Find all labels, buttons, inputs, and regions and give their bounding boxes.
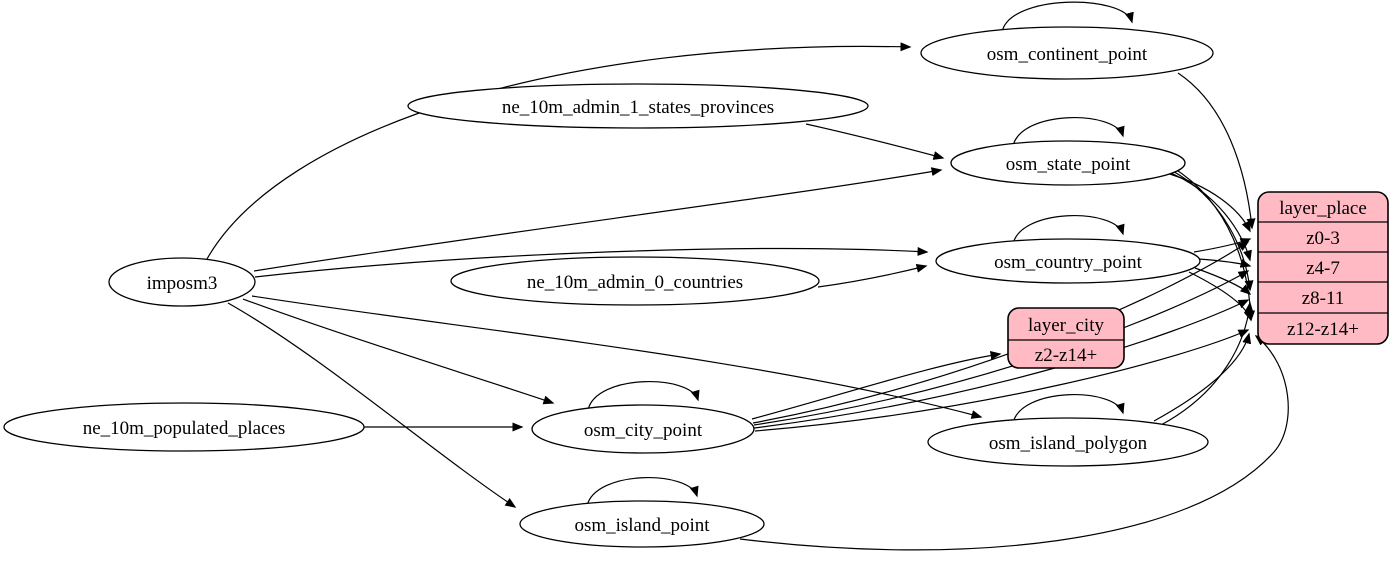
edge-state-zplace-z4-7 — [1165, 170, 1252, 262]
node-osm-island-polygon: osm_island_polygon — [927, 417, 1209, 467]
layer-city-title: layer_city — [1028, 315, 1104, 336]
node-osm-country-point: osm_country_point — [935, 238, 1201, 284]
edge-ne10m-admin1-osm-state-point — [805, 123, 945, 160]
osm-island-polygon-label: osm_island_polygon — [989, 433, 1148, 454]
record-layer-place: layer_place z0-3 z4-7 z8-11 z12-z14+ — [1257, 191, 1389, 345]
node-ne-10m-admin-0-countries: ne_10m_admin_0_countries — [450, 256, 820, 306]
osm-country-point-label: osm_country_point — [994, 252, 1142, 273]
ne-10m-admin-0-shape — [450, 256, 820, 306]
edge-group — [206, 1, 1289, 551]
layer-city-row-z2-z14: z2-z14+ — [1035, 345, 1097, 366]
layer-place-row-z0-3: z0-3 — [1306, 228, 1340, 249]
layer-city-box — [1007, 307, 1125, 369]
ne-10m-admin-1-label: ne_10m_admin_1_states_provinces — [502, 97, 774, 118]
selfloop-osm-island-point — [586, 476, 699, 507]
node-osm-continent-point: osm_continent_point — [920, 26, 1214, 80]
selfloop-osm-island-polygon — [1012, 393, 1125, 424]
osm-continent-point-shape — [920, 26, 1214, 80]
ne-10m-admin-0-label: ne_10m_admin_0_countries — [527, 272, 743, 293]
edge-country-zplace-z0-3 — [1193, 238, 1252, 253]
layer-place-box — [1257, 191, 1389, 345]
node-osm-state-point: osm_state_point — [950, 140, 1186, 186]
edge-imposm3-osm-city-point — [242, 298, 555, 405]
node-osm-city-point: osm_city_point — [531, 404, 755, 454]
edge-country-zplace-z8-11 — [1194, 267, 1252, 295]
osm-state-point-label: osm_state_point — [1006, 154, 1131, 175]
selfloop-osm-country-point — [1012, 214, 1125, 245]
osm-country-point-shape — [935, 238, 1201, 284]
edge-ne10m-admin0-osm-country-point — [817, 263, 928, 288]
edge-city-zplace-z12-z14 — [754, 329, 1250, 432]
ne-10m-admin-1-shape — [407, 83, 869, 129]
edge-state-zplace-z0-3 — [1162, 171, 1251, 233]
layer-place-row-z12-z14: z12-z14+ — [1287, 319, 1359, 340]
edge-country-zplace-z12-z14 — [1188, 271, 1253, 322]
edge-imposm3-osm-country-point — [254, 246, 929, 278]
selfloop-osm-state-point — [1012, 116, 1125, 147]
edge-city-zplace-z4-7 — [753, 270, 1250, 426]
edge-island-point-zplace-z12-z14 — [739, 335, 1289, 551]
layer-place-row-z8-11: z8-11 — [1302, 288, 1345, 309]
node-ne-10m-admin-1-states-provinces: ne_10m_admin_1_states_provinces — [407, 83, 869, 129]
osm-island-point-label: osm_island_point — [574, 515, 710, 536]
selfloop-osm-continent-point — [1001, 1, 1134, 33]
node-osm-island-point: osm_island_point — [519, 500, 765, 548]
osm-state-point-shape — [950, 140, 1186, 186]
edge-continent-zplace-z0-3 — [1177, 72, 1256, 230]
osm-island-polygon-shape — [927, 417, 1209, 467]
edge-city-layer-city — [751, 350, 1002, 420]
node-ne-10m-populated-places: ne_10m_populated_places — [3, 402, 365, 452]
node-imposm3: imposm3 — [108, 257, 256, 307]
osm-island-point-shape — [519, 500, 765, 548]
selfloop-osm-city-point — [587, 380, 700, 411]
ne-10m-populated-places-label: ne_10m_populated_places — [83, 418, 286, 439]
imposm3-label: imposm3 — [147, 273, 218, 294]
edge-island-polygon-zplace-z12-z14 — [1153, 332, 1252, 422]
edge-imposm3-osm-continent-point — [206, 42, 912, 260]
edge-imposm3-osm-state-point — [253, 167, 943, 272]
edge-island-polygon-zplace-z8-11 — [1160, 301, 1254, 426]
layer-place-title: layer_place — [1279, 198, 1367, 219]
edge-country-zplace-z4-7 — [1197, 258, 1252, 268]
ne-10m-populated-places-shape — [3, 402, 365, 452]
edge-imposm3-osm-island-point — [227, 302, 517, 508]
imposm3-shape — [108, 257, 256, 307]
record-layer-city: layer_city z2-z14+ — [1007, 307, 1125, 369]
edge-imposm3-osm-island-polygon — [251, 295, 983, 419]
osm-city-point-label: osm_city_point — [584, 420, 703, 441]
osm-city-point-shape — [531, 404, 755, 454]
layer-place-row-z4-7: z4-7 — [1306, 258, 1340, 279]
edge-state-zplace-z12-z14 — [1171, 166, 1256, 322]
osm-continent-point-label: osm_continent_point — [987, 44, 1148, 65]
